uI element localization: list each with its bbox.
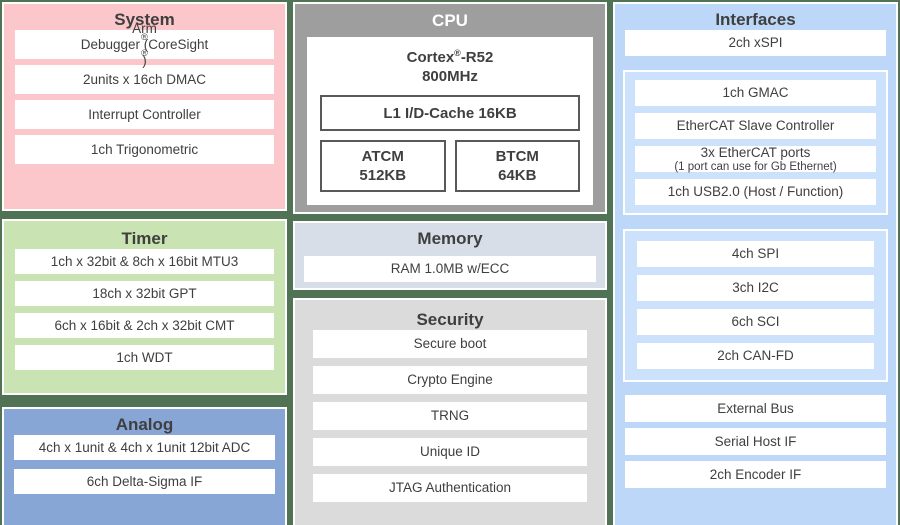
security-item-jtag-auth: JTAG Authentication [313, 474, 587, 502]
atcm-name: ATCM [361, 148, 404, 165]
cpu-tcm-row: ATCM 512KB BTCM 64KB [320, 140, 580, 192]
analog-block: Analog 4ch x 1unit & 4ch x 1unit 12bit A… [2, 407, 287, 525]
interfaces-block: Interfaces 2ch xSPI 1ch GMAC EtherCAT Sl… [613, 2, 898, 525]
cpu-atcm-box: ATCM 512KB [320, 140, 446, 192]
system-item-dmac: 2units x 16ch DMAC [15, 65, 274, 94]
security-item-secure-boot: Secure boot [313, 330, 587, 358]
cpu-frequency: 800MHz [422, 68, 478, 85]
cpu-btcm-box: BTCM 64KB [454, 140, 580, 192]
security-item-trng: TRNG [313, 402, 587, 430]
btcm-name: BTCM [495, 148, 539, 165]
interfaces-item-i2c: 3ch I2C [637, 275, 874, 301]
interfaces-item-ethercat-ports: 3x EtherCAT ports (1 port can use for Gb… [635, 144, 876, 173]
ethercat-ports-note: (1 port can use for Gb Ethernet) [674, 160, 837, 173]
atcm-size: 512KB [359, 167, 407, 184]
interfaces-item-spi: 4ch SPI [637, 241, 874, 267]
system-item-interrupt-controller: Interrupt Controller [15, 100, 274, 129]
system-item-debugger: Arm® Debugger (CoreSight®) [15, 21, 274, 68]
system-title: System [114, 10, 175, 29]
interfaces-serial-group: 4ch SPI 3ch I2C 6ch SCI 2ch CAN-FD [623, 229, 888, 382]
cpu-block: CPU Cortex®-R52 800MHz L1 I/D-Cache 16KB… [293, 2, 607, 214]
timer-item-gpt: 18ch x 32bit GPT [15, 281, 274, 306]
memory-block: Memory RAM 1.0MB w/ECC [293, 221, 607, 290]
security-block: Security Secure boot Crypto Engine TRNG … [293, 298, 607, 525]
analog-item-adc: 4ch x 1unit & 4ch x 1unit 12bit ADC [14, 435, 275, 460]
timer-item-wdt: 1ch WDT [15, 345, 274, 370]
interfaces-item-gmac: 1ch GMAC [635, 80, 876, 106]
btcm-size: 64KB [498, 167, 537, 184]
analog-item-delta-sigma: 6ch Delta-Sigma IF [14, 469, 275, 494]
cpu-title: CPU [432, 11, 468, 30]
ethercat-ports-label: 3x EtherCAT ports [700, 144, 811, 160]
timer-title: Timer [121, 229, 168, 248]
timer-item-mtu3: 1ch x 32bit & 8ch x 16bit MTU3 [15, 249, 274, 274]
security-item-unique-id: Unique ID [313, 438, 587, 466]
interfaces-item-canfd: 2ch CAN-FD [637, 343, 874, 369]
interfaces-item-usb: 1ch USB2.0 (Host / Function) [635, 179, 876, 205]
cpu-core-box: Cortex®-R52 800MHz L1 I/D-Cache 16KB ATC… [307, 37, 593, 205]
memory-item-ram: RAM 1.0MB w/ECC [304, 256, 596, 282]
memory-title: Memory [417, 229, 483, 248]
interfaces-spacer [615, 382, 896, 395]
timer-item-cmt: 6ch x 16bit & 2ch x 32bit CMT [15, 313, 274, 338]
analog-title: Analog [115, 415, 174, 434]
system-item-trigonometric: 1ch Trigonometric [15, 135, 274, 164]
security-title: Security [416, 310, 484, 329]
interfaces-title: Interfaces [715, 10, 796, 29]
interfaces-item-encoder-if: 2ch Encoder IF [625, 461, 886, 488]
interfaces-item-ethercat-slave: EtherCAT Slave Controller [635, 113, 876, 139]
interfaces-ethernet-group: 1ch GMAC EtherCAT Slave Controller 3x Et… [623, 70, 888, 215]
interfaces-item-serial-host-if: Serial Host IF [625, 428, 886, 455]
timer-block: Timer 1ch x 32bit & 8ch x 16bit MTU3 18c… [2, 219, 287, 395]
interfaces-item-xspi: 2ch xSPI [625, 30, 886, 56]
cpu-cache-box: L1 I/D-Cache 16KB [320, 95, 580, 131]
security-item-crypto-engine: Crypto Engine [313, 366, 587, 394]
cpu-core-name: Cortex®-R52 [406, 48, 494, 67]
interfaces-item-sci: 6ch SCI [637, 309, 874, 335]
interfaces-item-external-bus: External Bus [625, 395, 886, 422]
system-block: System Arm® Debugger (CoreSight®) 2units… [2, 2, 287, 211]
